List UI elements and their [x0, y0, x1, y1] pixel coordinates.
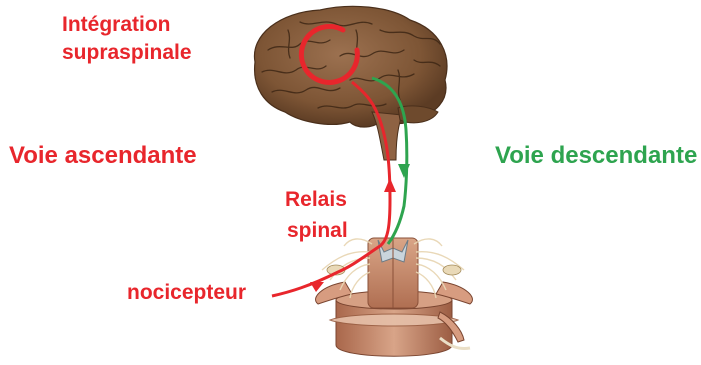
- brain-illustration: [254, 6, 446, 160]
- spinal-relay-label-line1: Relais: [285, 188, 347, 213]
- integration-label-line2: supraspinale: [62, 41, 192, 66]
- nociceptor-label: nocicepteur: [127, 281, 246, 306]
- spinal-relay-label-line2: spinal: [287, 219, 348, 244]
- ascending-pathway-label: Voie ascendante: [9, 142, 197, 170]
- arrow-up-icon: [384, 178, 396, 192]
- spinal-cord-illustration: [316, 238, 473, 356]
- integration-label-line1: Intégration: [62, 13, 171, 38]
- descending-pathway-label: Voie descendante: [495, 142, 697, 170]
